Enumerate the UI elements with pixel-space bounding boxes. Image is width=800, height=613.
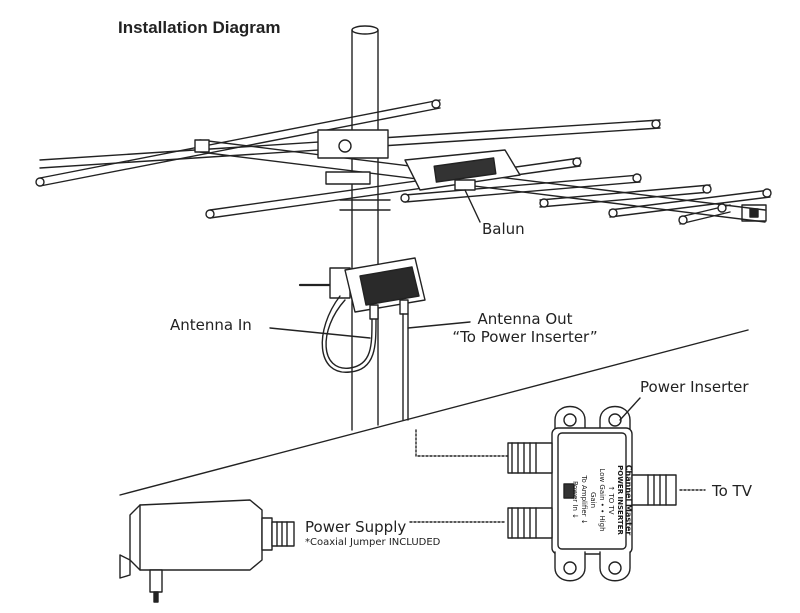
coax-cable-icon: [321, 295, 409, 421]
mast-icon: [351, 25, 379, 431]
ground-line: [119, 329, 749, 496]
balun-label: Balun: [482, 220, 525, 238]
page-title: Installation Diagram: [118, 18, 281, 37]
device-gain-switch: Low Gain • • High Gain: [589, 468, 606, 532]
balun-leader: [464, 189, 481, 223]
amplifier-icon: [298, 257, 426, 320]
device-name: POWER INSERTER: [616, 465, 624, 535]
device-text: Channel Master POWER INSERTER ↑ TO TV Lo…: [553, 460, 633, 540]
device-port-tv: ↑ TO TV: [607, 485, 615, 515]
antenna-in-label: Antenna In: [170, 316, 252, 334]
power-supply-icon: [119, 499, 295, 603]
power-inserter-icon: [507, 405, 677, 582]
balun-icon: [404, 149, 521, 191]
power-supply-note: *Coaxial Jumper INCLUDED: [305, 537, 441, 548]
antenna-out-label-line1: Antenna Out: [477, 310, 573, 328]
to-tv-label: To TV: [712, 482, 752, 500]
device-port-power: Power In ↓: [571, 481, 579, 519]
power-inserter-label: Power Inserter: [640, 378, 749, 396]
antenna-out-label: Antenna Out “To Power Inserter”: [450, 310, 600, 346]
device-brand: Channel Master: [624, 464, 633, 536]
device-port-amplifier: To Amplifier ↓: [580, 475, 588, 525]
antenna-icon: [35, 99, 772, 225]
power-supply-label: Power Supply: [305, 518, 407, 536]
antenna-out-label-line2: “To Power Inserter”: [452, 328, 598, 346]
